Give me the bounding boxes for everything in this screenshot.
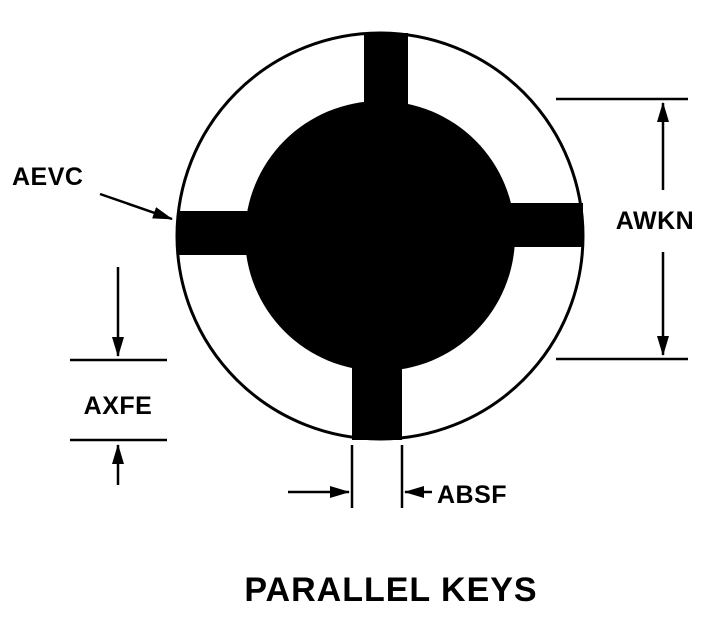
figure-title: PARALLEL KEYS <box>244 571 537 609</box>
shaft-circle <box>245 101 515 371</box>
dim-label-awkn: AWKN <box>616 207 694 235</box>
key-right <box>504 203 583 247</box>
dimension-bottom: ABSF <box>288 445 507 509</box>
key-bottom <box>352 360 402 440</box>
dim-label-axfe: AXFE <box>84 392 153 420</box>
callout-leader-line <box>99 192 173 221</box>
callout-label-aevc: AEVC <box>12 163 83 191</box>
dim-label-absf: ABSF <box>437 481 507 509</box>
dimension-left: AXFE <box>70 267 167 485</box>
dimension-right: AWKN <box>556 97 694 361</box>
